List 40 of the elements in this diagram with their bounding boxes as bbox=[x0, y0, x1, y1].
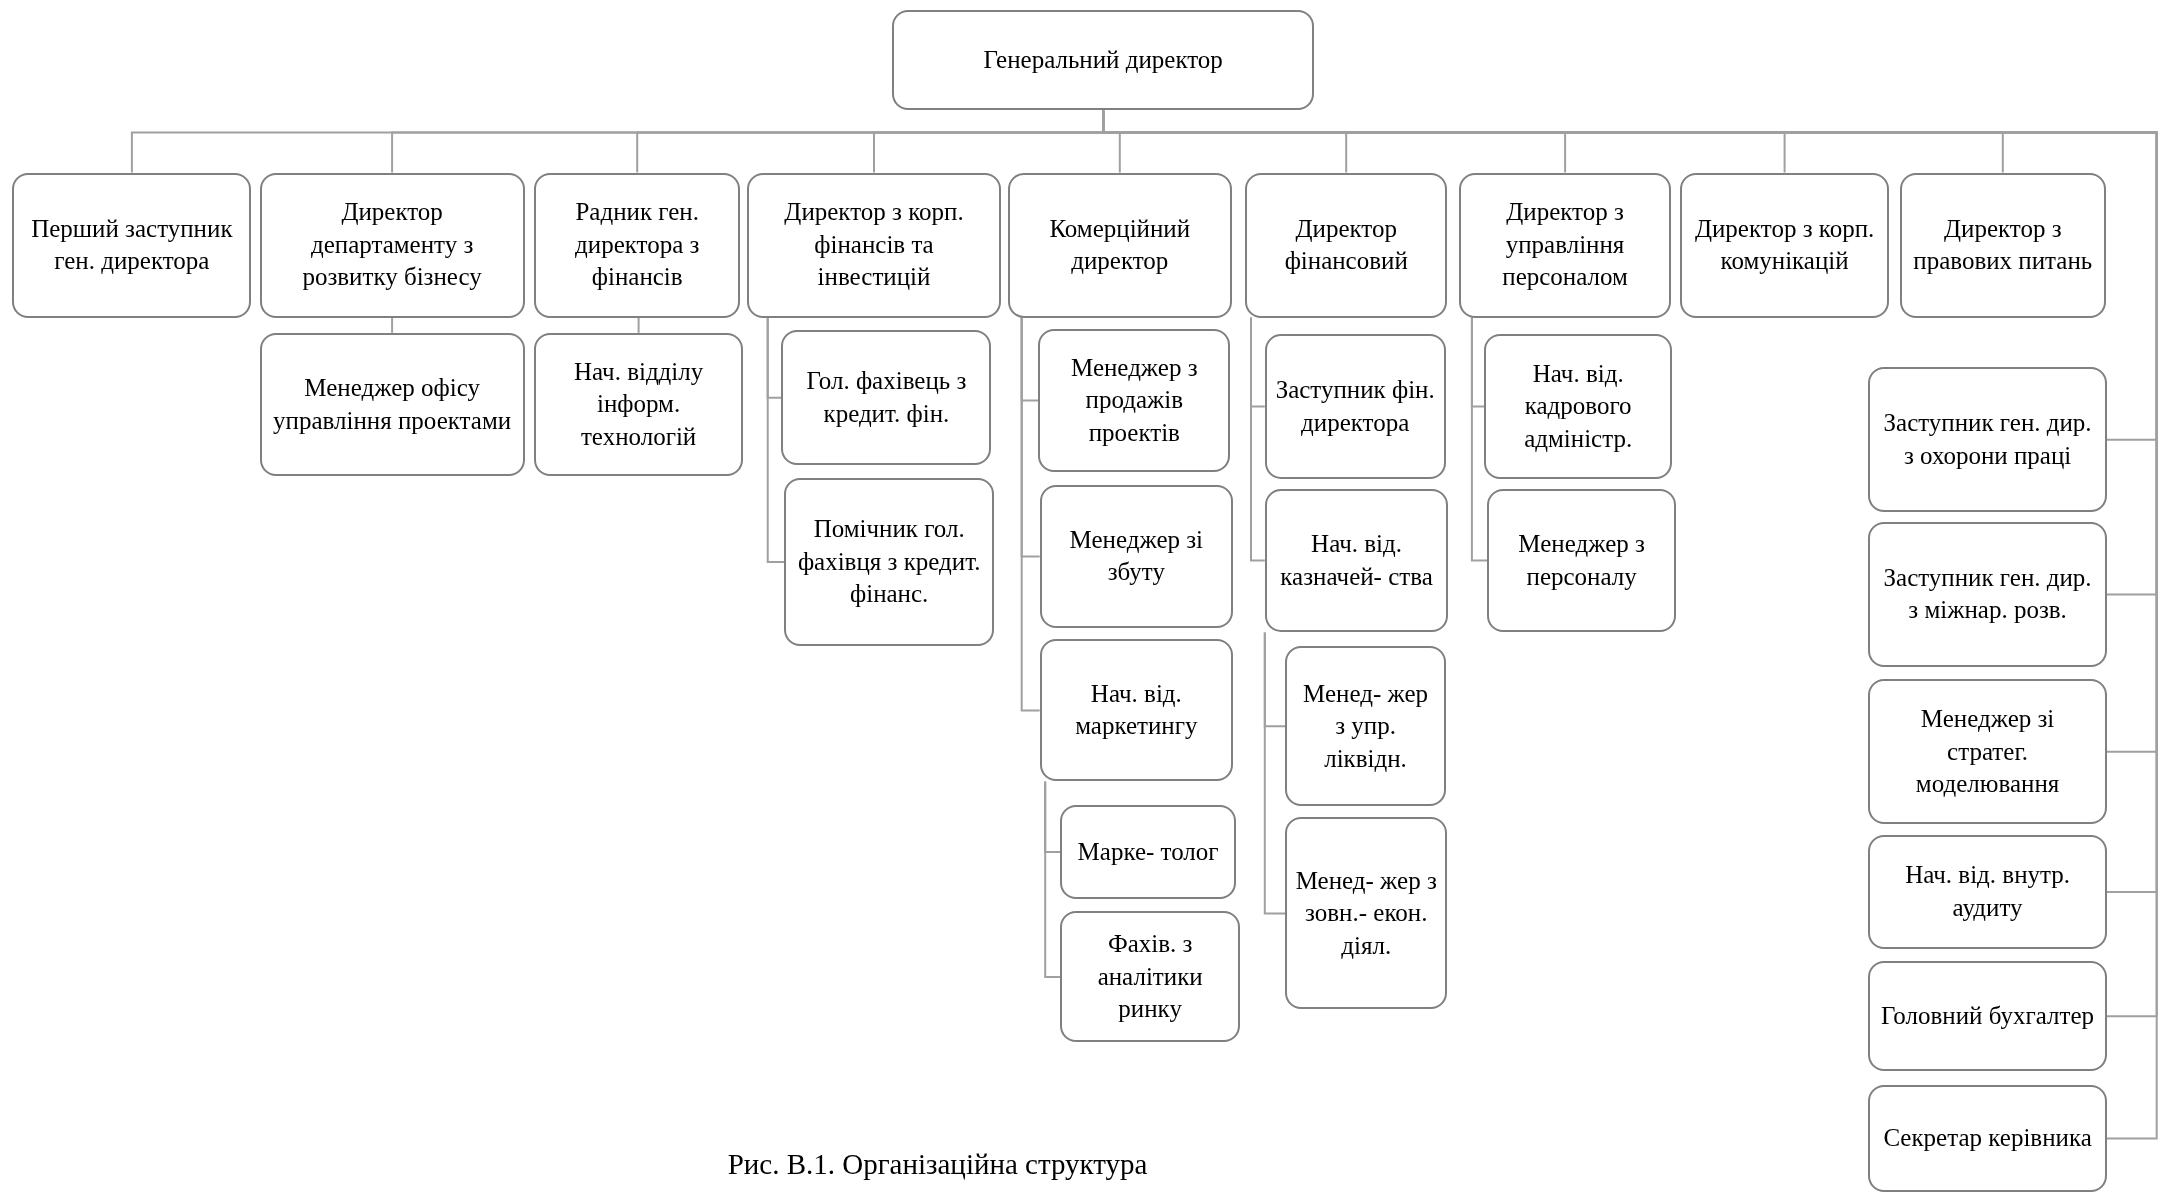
position-box: Менеджер офісу управління проектами bbox=[259, 332, 525, 477]
position-box: Нач. від. маркетингу bbox=[1039, 639, 1233, 782]
position-box: Директор з корп. фінансів та інвестицій bbox=[746, 172, 1001, 318]
position-box: Менеджер зі стратег. моделювання bbox=[1868, 679, 2107, 825]
position-box: Нач. від. кадрового адміністр. bbox=[1484, 334, 1673, 480]
connector-line bbox=[1250, 316, 1266, 562]
position-box: Нач. від. внутр. аудиту bbox=[1868, 835, 2107, 949]
position-box: Секретар керівника bbox=[1868, 1085, 2107, 1192]
position-box: Менед- жер з упр. ліквідн. bbox=[1285, 646, 1446, 807]
position-box: Директор департаменту з розвитку бізнесу bbox=[259, 172, 525, 318]
connector-line bbox=[1044, 780, 1062, 978]
position-box: Заступник ген. дир. з міжнар. розв. bbox=[1868, 521, 2107, 667]
position-box: Менеджер з персоналу bbox=[1487, 488, 1677, 633]
position-box: Радник ген. директора з фінансів bbox=[534, 172, 741, 318]
position-box: Директор з корп. комунікацій bbox=[1680, 172, 1889, 318]
connector-line bbox=[637, 316, 640, 334]
figure-caption: Рис. В.1. Організаційна структура bbox=[727, 1147, 1148, 1183]
connector-line bbox=[1020, 316, 1041, 712]
connector-line bbox=[391, 316, 394, 334]
position-box: Нач. відділу інформ. технологій bbox=[534, 332, 743, 477]
position-box: Директор з правових питань bbox=[1899, 172, 2106, 318]
position-box: Марке- толог bbox=[1060, 804, 1236, 899]
position-box: Заступник ген. дир. з охорони праці bbox=[1868, 367, 2107, 513]
position-box: Менед- жер з зовн.- екон. діял. bbox=[1285, 817, 1447, 1010]
position-box: Фахів. з аналітики ринку bbox=[1060, 911, 1240, 1043]
position-box: Директор з управління персоналом bbox=[1459, 172, 1671, 318]
position-box: Менеджер зі збуту bbox=[1039, 484, 1233, 629]
position-box: Нач. від. казначей- ства bbox=[1264, 488, 1449, 633]
connector-line bbox=[766, 316, 786, 563]
position-box: Комерційний директор bbox=[1007, 172, 1232, 318]
position-box: Менеджер з продажів проектів bbox=[1038, 328, 1231, 473]
position-box: Заступник фін. директора bbox=[1264, 334, 1446, 480]
position-box: Директор фінансовий bbox=[1245, 172, 1447, 318]
position-box: Помічник гол. фахівця з кредит. фінанс. bbox=[784, 477, 995, 647]
head-position-box: Генеральний директор bbox=[891, 9, 1315, 111]
position-box: Перший заступник ген. директора bbox=[12, 172, 252, 318]
position-box: Гол. фахівець з кредит. фін. bbox=[781, 330, 992, 466]
position-box: Головний бухгалтер bbox=[1868, 961, 2107, 1072]
connector-line bbox=[1263, 631, 1287, 915]
connector-line bbox=[1470, 316, 1489, 562]
